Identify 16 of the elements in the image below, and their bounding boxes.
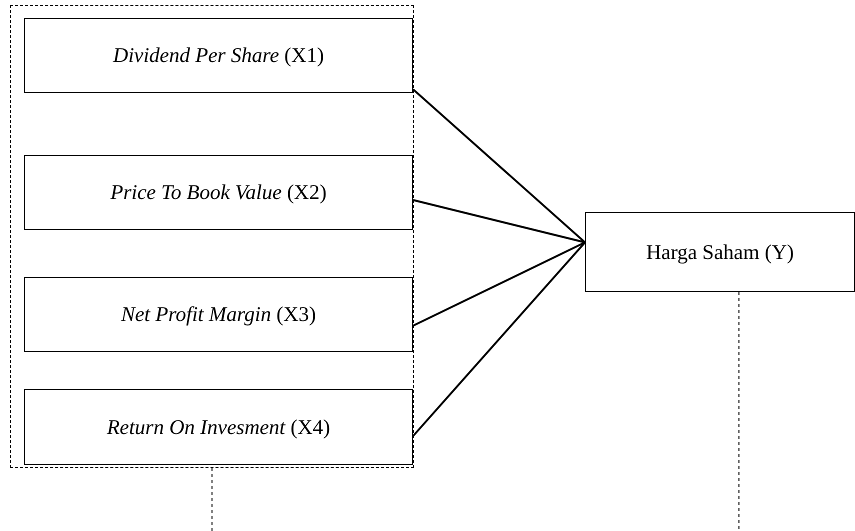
connector-line bbox=[412, 242, 586, 327]
connector-line bbox=[412, 242, 586, 437]
dashed-line bbox=[738, 292, 740, 531]
variable-box bbox=[24, 18, 413, 93]
variable-box bbox=[24, 155, 413, 230]
connector-line bbox=[412, 199, 586, 244]
variable-label: Return On Invesment (X4) bbox=[106, 414, 330, 440]
connector-line bbox=[412, 88, 586, 244]
variable-box bbox=[24, 277, 413, 352]
variable-label: Dividend Per Share (X1) bbox=[113, 43, 324, 68]
group-box bbox=[10, 5, 414, 468]
variable-label: Net Profit Margin (X3) bbox=[120, 302, 316, 327]
variable-label: Price To Book Value (X2) bbox=[110, 180, 327, 205]
variable-box bbox=[24, 389, 413, 465]
variable-label: Harga Saham (Y) bbox=[646, 240, 794, 264]
variable-box bbox=[585, 212, 855, 292]
